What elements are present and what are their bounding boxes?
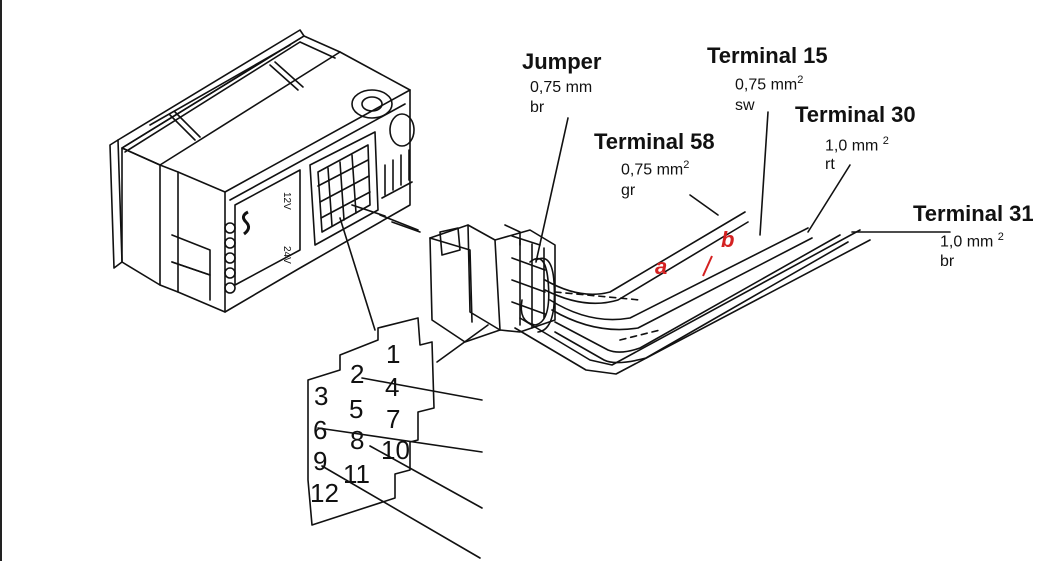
t58-size: 0,75 mm2 xyxy=(621,159,690,179)
t31-title: Terminal 31 xyxy=(913,201,1034,226)
label-24v: 24V xyxy=(281,246,292,264)
pin-10: 10 xyxy=(381,435,410,465)
pin-11: 11 xyxy=(343,459,370,489)
t15-code: sw xyxy=(735,97,755,114)
jumper-leader xyxy=(535,117,569,263)
cable-bundle xyxy=(514,211,871,375)
t30-code: rt xyxy=(825,156,835,173)
marker-a: a xyxy=(655,254,668,279)
pin-9: 9 xyxy=(313,446,327,476)
pin-2: 2 xyxy=(350,359,364,389)
jumper-code: br xyxy=(530,99,545,116)
polarity-icon xyxy=(241,210,251,236)
pin-5: 5 xyxy=(349,394,363,424)
t31-code: br xyxy=(940,253,955,270)
pin-1: 1 xyxy=(386,339,400,369)
t15-title: Terminal 15 xyxy=(707,43,828,68)
marker-b-slash xyxy=(702,255,713,277)
t31-size: 1,0 mm 2 xyxy=(940,231,1004,251)
t30-title: Terminal 30 xyxy=(795,102,916,127)
t15-size: 0,75 mm2 xyxy=(735,74,804,94)
pin-numbers: 1 2 3 4 5 6 7 8 9 10 11 12 xyxy=(310,339,410,508)
jumper-size: 0,75 mm xyxy=(530,79,593,96)
t30-leader xyxy=(807,164,851,233)
t58-leader xyxy=(689,194,719,216)
pin-layout-outline xyxy=(307,317,435,526)
pin-6: 6 xyxy=(313,415,327,445)
insert-arrow-shaft xyxy=(351,204,386,217)
label-12v: 12V xyxy=(281,192,292,210)
pin-12: 12 xyxy=(310,478,339,508)
marker-b: b xyxy=(721,227,735,252)
page-edge-line xyxy=(0,0,2,561)
instrument-housing xyxy=(109,29,415,313)
jumper-title: Jumper xyxy=(522,49,602,74)
t58-code: gr xyxy=(621,182,636,199)
pin-3: 3 xyxy=(314,381,328,411)
pin-4: 4 xyxy=(385,372,399,402)
t58-title: Terminal 58 xyxy=(594,129,715,154)
pin-8: 8 xyxy=(350,425,364,455)
pin-7: 7 xyxy=(386,404,400,434)
connector-plug xyxy=(429,224,556,343)
t15-leader xyxy=(759,111,769,236)
pin-view-leader xyxy=(339,217,376,331)
t30-size: 1,0 mm 2 xyxy=(825,135,889,155)
